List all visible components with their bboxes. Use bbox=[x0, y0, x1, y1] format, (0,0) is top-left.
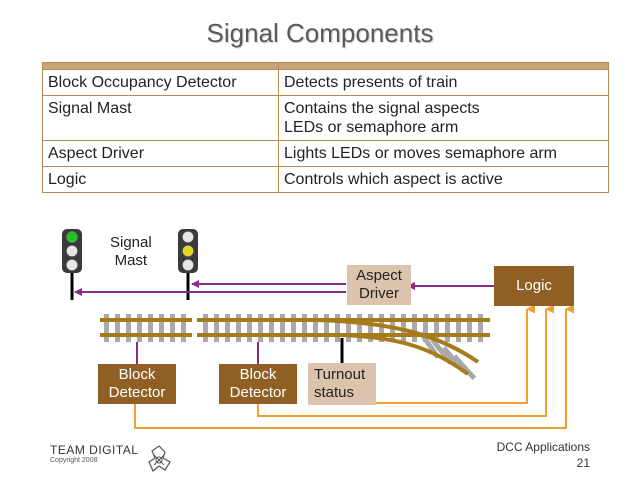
table-row: Aspect Driver Lights LEDs or moves semap… bbox=[42, 140, 609, 167]
team-digital-logo-icon bbox=[148, 445, 171, 472]
track-tie bbox=[346, 314, 351, 342]
description-line: Lights LEDs or moves semaphore arm bbox=[284, 145, 557, 162]
signal-mast-label: Signal Mast bbox=[110, 234, 152, 270]
track-tie bbox=[379, 314, 384, 342]
track-tie bbox=[280, 314, 285, 342]
diverging-rail-outer bbox=[314, 318, 480, 364]
label-line: Block bbox=[239, 366, 277, 383]
signal-lamp-bottom bbox=[182, 259, 194, 271]
description-line: Contains the signal aspects bbox=[284, 100, 480, 117]
component-name: Signal Mast bbox=[42, 95, 279, 141]
track-tie bbox=[148, 314, 153, 342]
track-tie bbox=[170, 314, 175, 342]
track-tie bbox=[291, 314, 296, 342]
component-description: Controls which aspect is active bbox=[278, 166, 609, 193]
track-tie bbox=[467, 314, 472, 342]
track-tie bbox=[269, 314, 274, 342]
track-tie bbox=[324, 314, 329, 342]
track-tie bbox=[478, 314, 483, 342]
course-title: DCC Applications bbox=[496, 440, 590, 454]
track-tie bbox=[236, 314, 241, 342]
footer-course: DCC Applications 21 bbox=[497, 440, 590, 470]
description-line: Detects presents of train bbox=[284, 74, 458, 91]
label-line: Driver bbox=[358, 285, 399, 302]
track-tie bbox=[258, 314, 263, 342]
track-tie bbox=[412, 314, 417, 342]
logic-label: Logic bbox=[516, 277, 552, 294]
footer-brand: TEAM DIGITAL Copyright 2008 bbox=[50, 443, 138, 464]
signal-lamp-top bbox=[182, 231, 194, 243]
track-tie bbox=[137, 314, 142, 342]
component-description: Lights LEDs or moves semaphore arm bbox=[278, 140, 609, 167]
logic-box: Logic bbox=[494, 266, 574, 306]
label-line: Mast bbox=[114, 252, 148, 269]
label-line: Detector bbox=[108, 384, 166, 401]
description-line: Controls which aspect is active bbox=[284, 171, 503, 188]
table-row: Signal Mast Contains the signal aspects … bbox=[42, 95, 609, 141]
brand-name: TEAM DIGITAL bbox=[50, 443, 139, 457]
track-tie bbox=[434, 314, 439, 342]
signal-mast-left bbox=[62, 229, 82, 300]
label-line: Block bbox=[118, 366, 156, 383]
component-description: Contains the signal aspects LEDs or sema… bbox=[278, 95, 609, 141]
page-number: 21 bbox=[576, 456, 590, 470]
description-line: LEDs or semaphore arm bbox=[284, 119, 459, 136]
turnout-to-logic-wire bbox=[376, 304, 535, 404]
track-tie bbox=[115, 314, 120, 342]
track-tie bbox=[126, 314, 131, 342]
track bbox=[100, 314, 490, 381]
signal-lamp-top bbox=[66, 231, 78, 243]
track-tie bbox=[225, 314, 230, 342]
turnout-tie bbox=[430, 337, 453, 365]
detector-2-to-logic-wire bbox=[257, 304, 554, 417]
track-tie bbox=[456, 314, 461, 342]
diverging-rail-inner bbox=[339, 333, 470, 376]
detector-1-to-logic-wire bbox=[134, 304, 574, 429]
label-line: status bbox=[314, 384, 355, 401]
label-line: Signal bbox=[110, 234, 152, 251]
copyright: Copyright 2008 bbox=[50, 457, 98, 464]
component-name: Logic bbox=[42, 166, 279, 193]
turnout-tie bbox=[452, 354, 477, 381]
track-tie bbox=[357, 314, 362, 342]
track-tie bbox=[445, 314, 450, 342]
track-tie bbox=[313, 314, 318, 342]
label-line: Detector bbox=[229, 384, 287, 401]
track-tie bbox=[214, 314, 219, 342]
insulated-gap bbox=[192, 314, 197, 342]
signal-lamp-middle bbox=[182, 245, 194, 257]
track-tie bbox=[203, 314, 208, 342]
table-row: Logic Controls which aspect is active bbox=[42, 166, 609, 193]
signal-lamp-middle bbox=[66, 245, 78, 257]
page-title: Signal Components bbox=[206, 18, 434, 48]
components-table: Block Occupancy Detector Detects present… bbox=[42, 62, 609, 193]
track-tie bbox=[247, 314, 252, 342]
track-tie bbox=[181, 314, 186, 342]
track-tie bbox=[104, 314, 109, 342]
track-tie bbox=[302, 314, 307, 342]
signal-lamp-bottom bbox=[66, 259, 78, 271]
track-tie bbox=[335, 314, 340, 342]
track-tie bbox=[159, 314, 164, 342]
track-tie bbox=[423, 314, 428, 342]
label-line: Turnout bbox=[314, 366, 366, 383]
component-name: Block Occupancy Detector bbox=[42, 69, 279, 96]
label-line: Aspect bbox=[356, 267, 402, 284]
signal-mast-right bbox=[178, 229, 198, 300]
track-tie bbox=[368, 314, 373, 342]
